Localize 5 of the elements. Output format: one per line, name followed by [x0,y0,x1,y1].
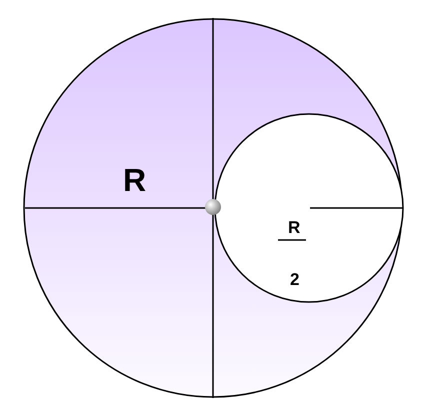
radius-label: R [123,164,146,196]
hole-circle [214,113,404,303]
disk [23,18,403,398]
radius-label: R [288,219,300,236]
radius-label: 2 [290,271,300,288]
